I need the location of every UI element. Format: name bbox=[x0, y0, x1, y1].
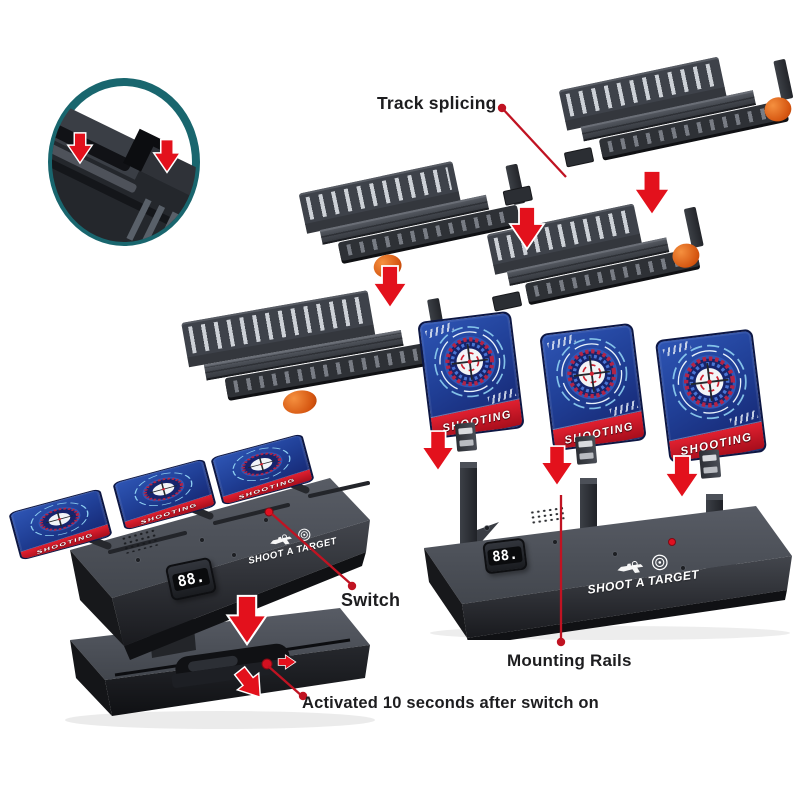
target-rings-icon bbox=[651, 554, 668, 571]
activated-note-label: Activated 10 seconds after switch on bbox=[302, 694, 599, 712]
flat-target-card-2: SHOOTING bbox=[112, 458, 217, 531]
bullseye-icon bbox=[433, 326, 506, 398]
track-splicing-label: Track splicing bbox=[377, 93, 497, 113]
leader-dot-icon bbox=[497, 103, 507, 113]
right-target-unit-body bbox=[424, 462, 792, 640]
unit-base bbox=[424, 506, 792, 640]
bullseye-icon bbox=[30, 502, 89, 537]
switch-label: Switch bbox=[341, 590, 401, 610]
bullseye-icon bbox=[555, 338, 628, 410]
score-display: 88. bbox=[482, 537, 528, 575]
switch-led[interactable] bbox=[668, 538, 676, 546]
bullseye-icon bbox=[134, 472, 193, 507]
blaster-icon bbox=[617, 561, 644, 573]
orange-ball bbox=[371, 252, 404, 281]
target-card-1: SHOOTING bbox=[417, 310, 525, 440]
screw bbox=[484, 525, 686, 571]
track-piece-bottom-left bbox=[181, 279, 454, 422]
orange-ball bbox=[281, 387, 319, 417]
shooting-banner-text: SHOOTING bbox=[440, 407, 513, 435]
shooting-banner-text: SHOOTING bbox=[562, 419, 635, 447]
track-piece-top-right bbox=[558, 44, 800, 183]
splice-lug bbox=[491, 291, 523, 312]
target-card-3: SHOOTING bbox=[654, 328, 768, 464]
shoot-a-target-logo: SHOOT A TARGET bbox=[582, 548, 701, 597]
target-card-clip bbox=[454, 422, 478, 452]
bullseye-icon bbox=[672, 345, 747, 420]
flat-target-card-3: SHOOTING bbox=[210, 433, 315, 506]
stand-switch-led[interactable] bbox=[261, 658, 273, 670]
mounting-rails-label: Mounting Rails bbox=[507, 651, 632, 670]
splice-lug bbox=[502, 185, 534, 206]
detail-inset bbox=[48, 78, 200, 246]
score-digits: 88. bbox=[175, 566, 207, 591]
flat-target-card-1: SHOOTING bbox=[8, 488, 113, 561]
score-digits: 88. bbox=[491, 546, 519, 566]
switch-led[interactable] bbox=[264, 507, 274, 517]
splice-lug bbox=[563, 147, 595, 168]
target-card-2: SHOOTING bbox=[539, 322, 647, 452]
bullseye-icon bbox=[232, 447, 291, 482]
